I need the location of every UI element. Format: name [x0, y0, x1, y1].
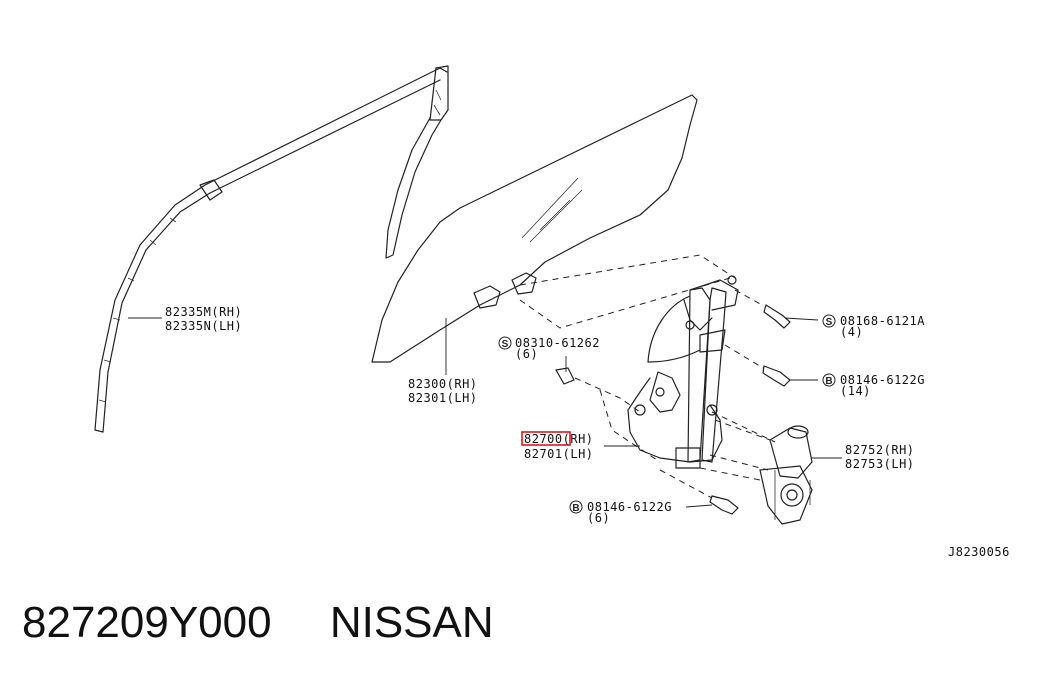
- brand-name: NISSAN: [329, 598, 494, 647]
- label-motor-lh: 82753(LH): [845, 457, 915, 471]
- screw-symbol-icon: [822, 314, 836, 328]
- bolt-symbol-icon: [822, 373, 836, 387]
- label-bolt-low: 08146-6122G: [587, 500, 672, 514]
- screw-glass-icon: [555, 367, 575, 385]
- callout-motor: 82752(RH) 82753(LH): [845, 443, 915, 471]
- screw-symbol-icon: [498, 336, 512, 350]
- part-number: 827209Y000: [22, 598, 272, 647]
- door-sash-channel: [94, 65, 449, 433]
- label-motor-rh: 82752(RH): [845, 443, 915, 457]
- label-sash-lh: 82335N(LH): [165, 319, 242, 333]
- label-glass-rh: 82300(RH): [408, 377, 478, 391]
- callout-bolt-low: B 08146-6122G (6): [569, 500, 672, 525]
- callout-regulator: 82700(RH) 82701(LH): [521, 431, 594, 461]
- label-screw-glass: 08310-61262: [515, 336, 600, 350]
- bolt-symbol-letter: B: [825, 376, 832, 387]
- bolt-mid-icon: [762, 365, 791, 387]
- diagram-id: J8230056: [948, 545, 1010, 559]
- callout-sash: 82335M(RH) 82335N(LH): [165, 305, 242, 333]
- label-bolt-mid-qty: (14): [840, 384, 871, 398]
- bolt-low-icon: [709, 495, 739, 515]
- bolt-symbol-icon: [569, 500, 583, 514]
- door-glass: [371, 94, 698, 363]
- fasteners: [555, 304, 791, 515]
- assembly-guide-lines: [519, 254, 776, 499]
- screw-symbol-letter: S: [502, 339, 509, 350]
- label-bolt-low-qty: (6): [587, 511, 610, 525]
- part-caption: 827209Y000 NISSAN: [22, 598, 494, 648]
- screw-symbol-letter: S: [826, 317, 833, 328]
- label-regulator-lh: 82701(LH): [524, 447, 594, 461]
- label-glass-lh: 82301(LH): [408, 391, 478, 405]
- callout-bolt-mid: B 08146-6122G (14): [822, 373, 925, 398]
- label-screw-glass-qty: (6): [515, 347, 538, 361]
- label-screw-top: 08168-6121A: [840, 314, 925, 328]
- regulator-motor: [759, 425, 813, 525]
- window-regulator: [627, 275, 739, 469]
- label-regulator-rh: 82700(RH): [524, 432, 594, 446]
- callout-screw-top: S 08168-6121A (4): [822, 314, 925, 339]
- label-sash-rh: 82335M(RH): [165, 305, 242, 319]
- label-screw-top-qty: (4): [840, 325, 863, 339]
- callout-glass: 82300(RH) 82301(LH): [408, 377, 478, 405]
- callout-screw-glass: S 08310-61262 (6): [498, 336, 600, 361]
- screw-top-icon: [763, 304, 791, 329]
- bolt-symbol-letter: B: [572, 503, 579, 514]
- leader-lines: [128, 317, 842, 508]
- highlight-box: [521, 431, 571, 446]
- label-bolt-mid: 08146-6122G: [840, 373, 925, 387]
